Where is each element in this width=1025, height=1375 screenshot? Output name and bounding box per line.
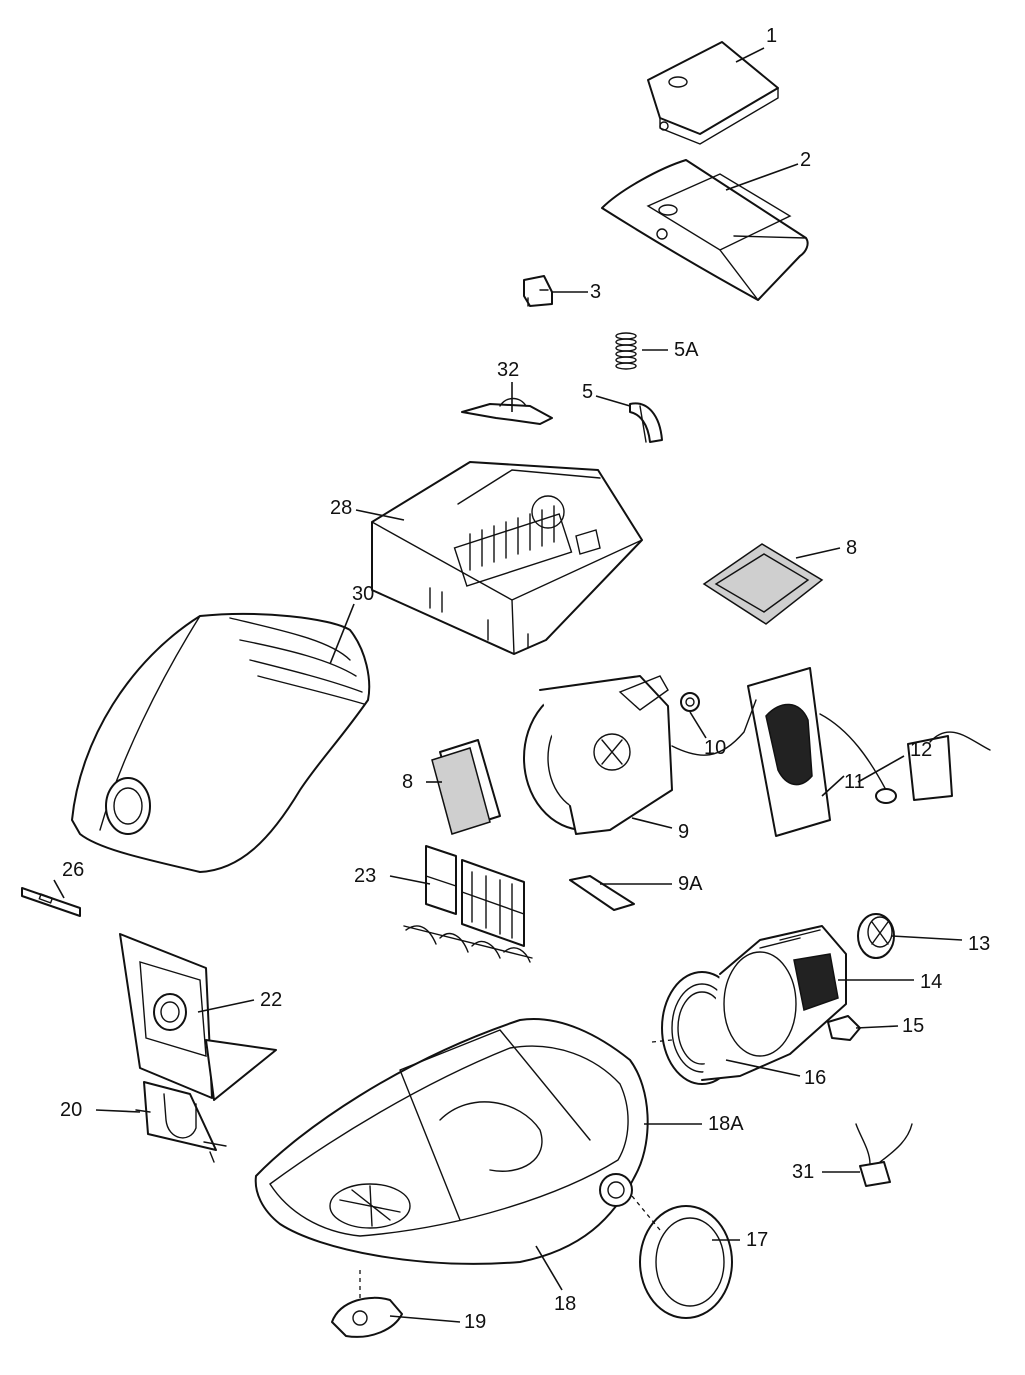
part-30-bag-lid [71,612,371,873]
callout-3: 3 [590,281,601,303]
part-10-bushing [680,692,700,712]
callout-14: 14 [920,971,942,993]
part-5A-spring [615,332,637,370]
callout-5A: 5A [674,339,699,361]
callout-22: 22 [260,989,282,1011]
part-26-handle [21,887,81,917]
part-5-clip [629,402,663,443]
part-23-filter-grid [403,845,533,963]
part-3-switch [523,275,553,307]
callout-15: 15 [902,1015,924,1037]
part-13-fan-cap [857,913,895,959]
callout-26: 26 [62,859,84,881]
part-1-lid [647,41,779,145]
callout-23: 23 [354,865,376,887]
callout-8b: 8 [402,771,413,793]
part-2-upper-cover [601,159,809,301]
callout-31: 31 [792,1161,814,1183]
leader-lines [53,47,963,1323]
callout-28: 28 [330,497,352,519]
part-11-cord-plate [747,667,831,837]
callout-2: 2 [800,149,811,171]
callout-10: 10 [704,737,726,759]
part-18-main-body [254,1018,649,1265]
part-9-cord-reel [523,675,757,835]
part-19-front-caster [331,1296,403,1338]
callout-9A: 9A [678,873,703,895]
callout-8a: 8 [846,537,857,559]
assembly-lines [359,1039,673,1302]
callout-16: 16 [804,1067,826,1089]
callout-13: 13 [968,933,990,955]
callout-12: 12 [910,739,932,761]
part-12-power-cable [819,713,991,804]
part-32-bracket [461,397,553,425]
part-8-filter-square [702,543,824,625]
callout-19: 19 [464,1311,486,1333]
part-9A-slider [569,875,635,911]
part-15-carbon-brush [827,1015,861,1041]
part-8-filter-rect [431,739,501,835]
callout-5: 5 [582,381,593,403]
callout-17: 17 [746,1229,768,1251]
callout-32: 32 [497,359,519,381]
part-20-bag-holder [135,1081,227,1163]
callout-18A: 18A [708,1113,744,1135]
part-28-top-housing [371,461,643,655]
callout-18: 18 [554,1293,576,1315]
callout-labels: 1 2 3 5A 32 5 28 8 30 10 12 11 8 9 26 23… [60,25,990,1333]
callout-20: 20 [60,1099,82,1121]
callout-1: 1 [766,25,777,47]
callout-11: 11 [844,771,865,793]
callout-30: 30 [352,583,374,605]
part-14-motor [701,925,847,1081]
part-31-connector [855,1123,913,1187]
part-17-wheel [639,1205,733,1319]
callout-9: 9 [678,821,689,843]
part-22-dust-bag [119,933,277,1101]
